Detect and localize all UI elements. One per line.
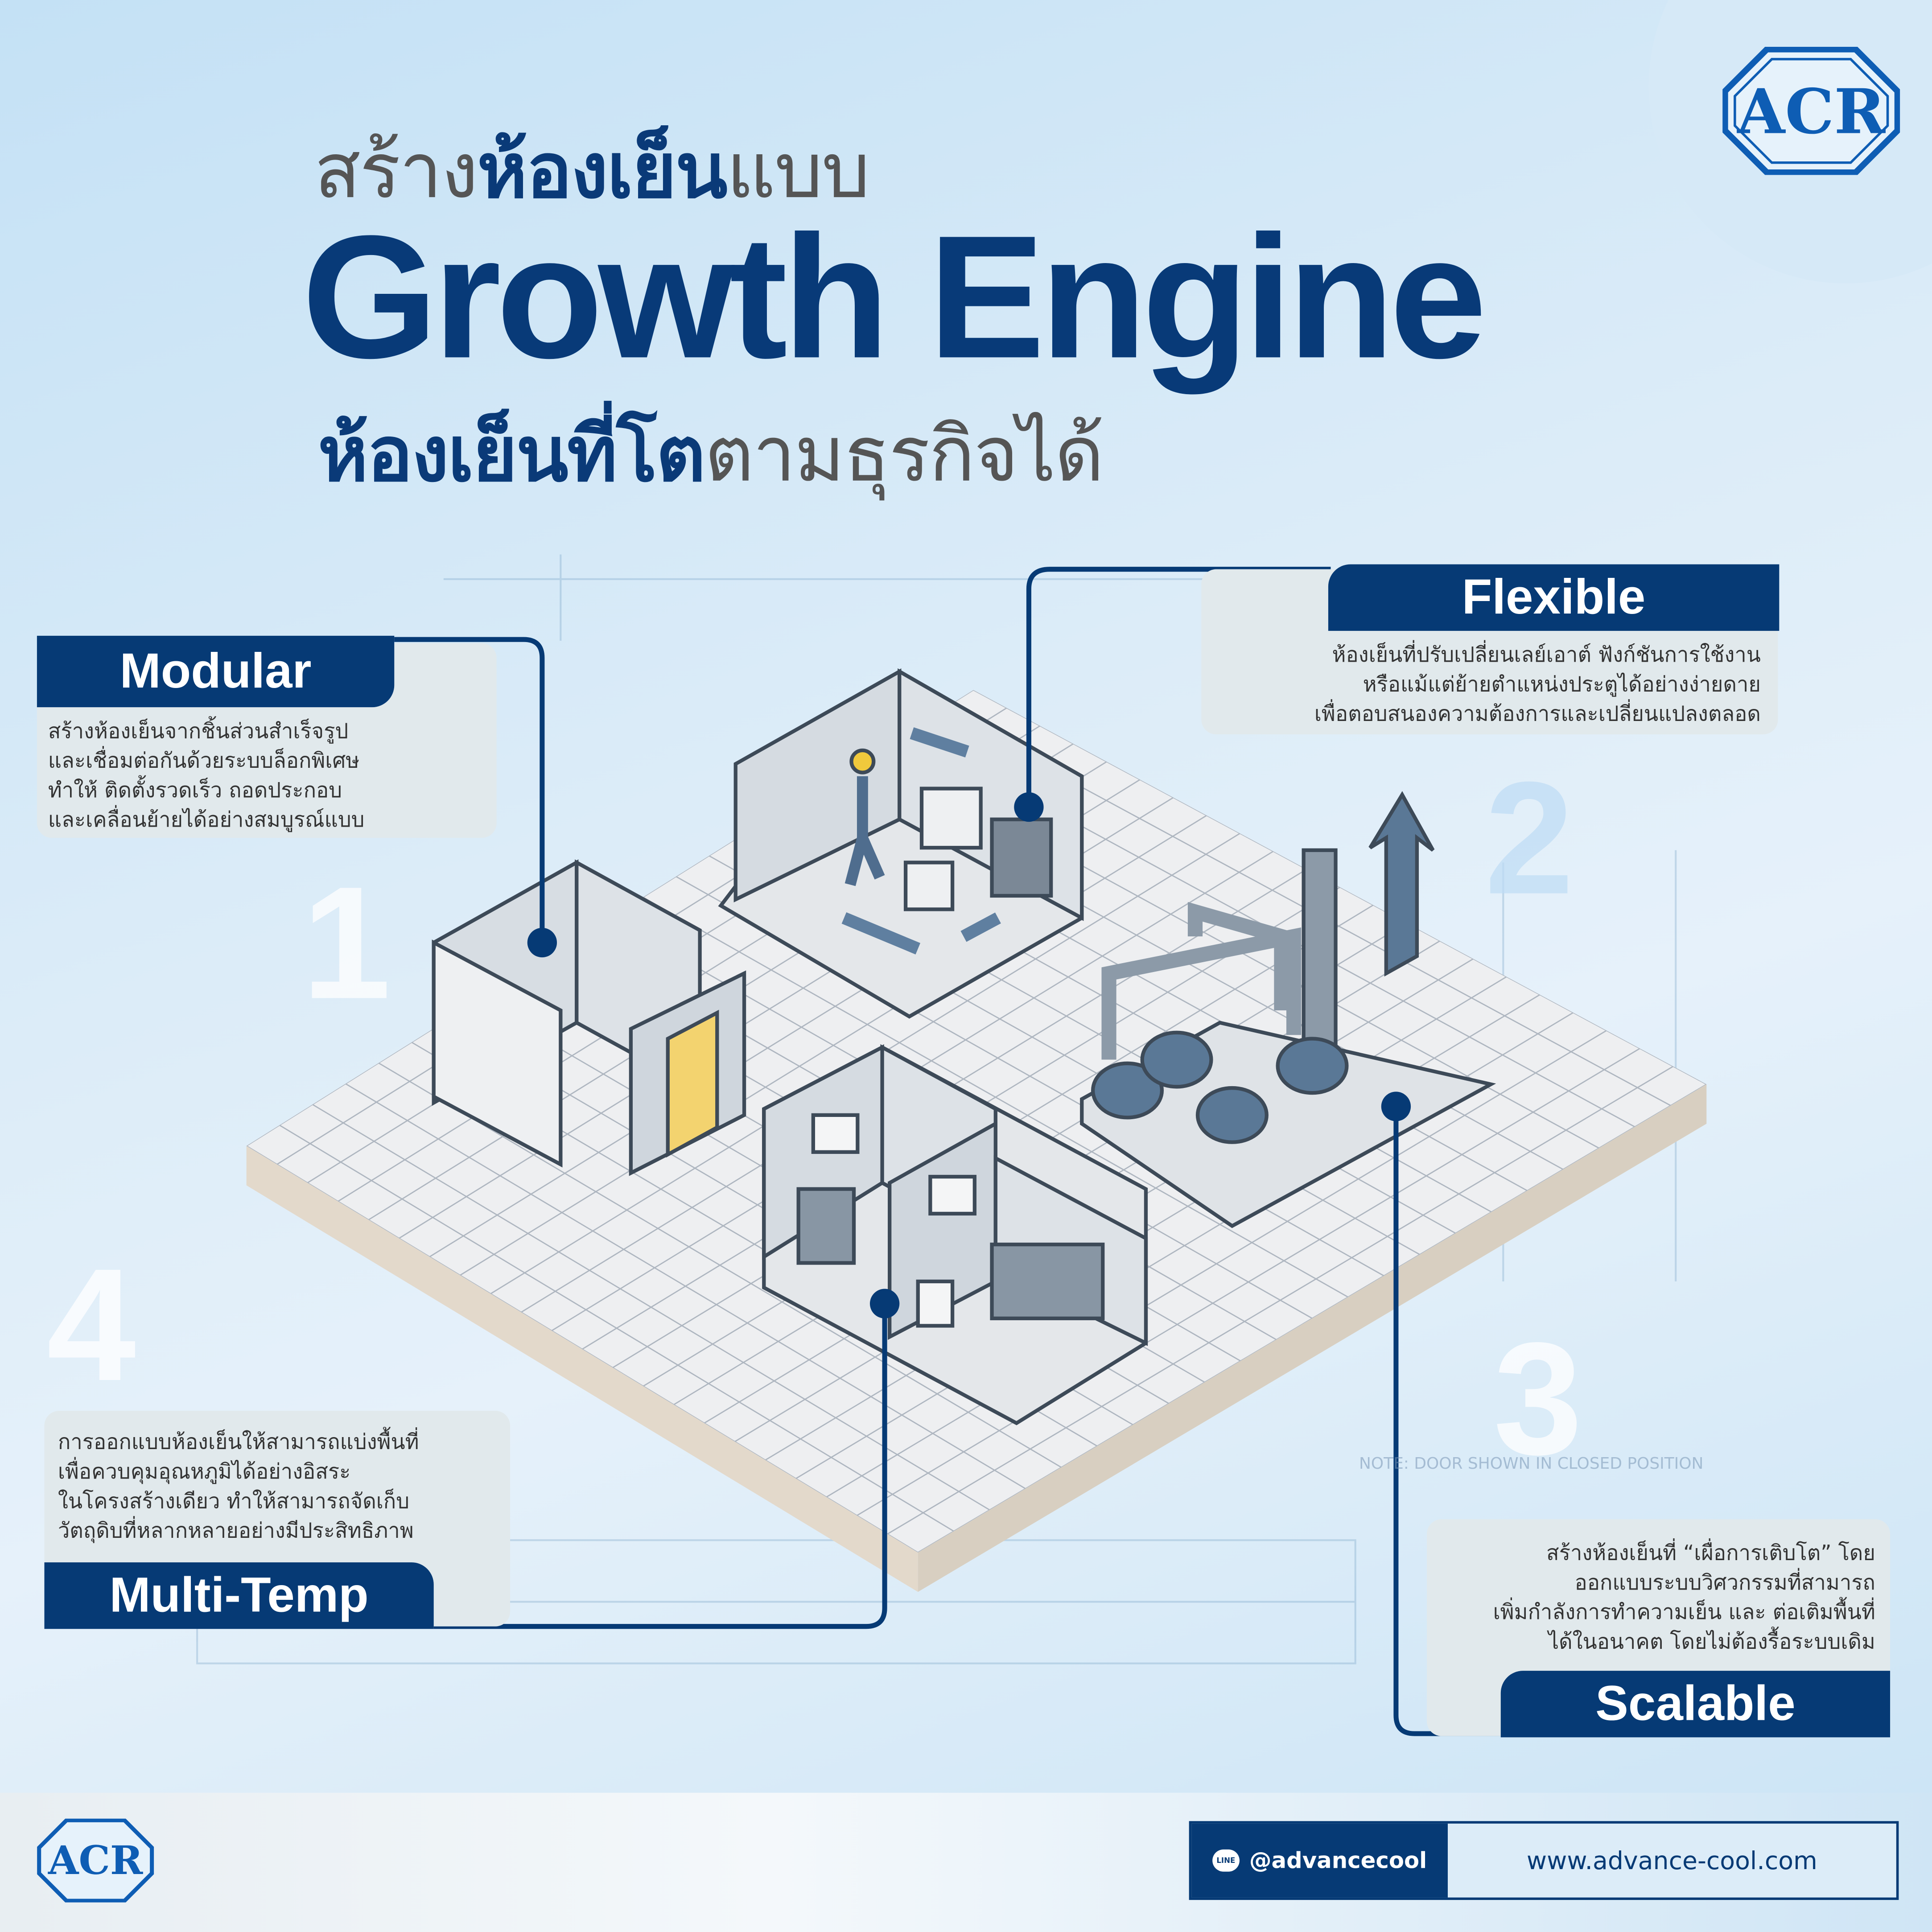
acr-logo: ACR — [1722, 47, 1900, 175]
headline-line-3: ห้องเย็นที่โตตามธุรกิจได้ — [317, 409, 1104, 499]
headline-line-1: สร้างห้องเย็นแบบ — [314, 125, 870, 216]
feature-number-3: 3 — [1493, 1308, 1583, 1489]
floor-grid-line — [643, 897, 1349, 1298]
floor-grid-line — [857, 1048, 1640, 1516]
contact-bar: LINE @advancecool www.advance-cool.com — [1189, 1821, 1899, 1900]
feature-number-1: 1 — [302, 853, 391, 1033]
multi-temp-room — [762, 1044, 1148, 1425]
blueprint-note: NOTE: DOOR SHOWN IN CLOSED POSITION — [1359, 1455, 1704, 1474]
floor-side-left — [246, 1145, 918, 1592]
flexible-title: Flexible — [1328, 564, 1780, 631]
refrigeration-plant — [1080, 791, 1496, 1228]
headline-title: Growth Engine — [302, 199, 1487, 396]
modular-title: Modular — [37, 635, 395, 708]
feature-number-2: 2 — [1484, 748, 1574, 928]
line-account-link[interactable]: LINE @advancecool — [1191, 1823, 1448, 1898]
line-chat-icon: LINE — [1212, 1849, 1240, 1872]
feature-number-4: 4 — [47, 1234, 136, 1415]
floor-grid-line — [887, 1066, 1674, 1535]
floor-grid-line — [918, 1083, 1707, 1553]
modular-room — [432, 859, 746, 1176]
connector-lines — [394, 567, 1504, 1736]
multi-temp-title: Multi-Temp — [44, 1562, 434, 1629]
floor-side-right — [918, 1084, 1707, 1592]
website-link[interactable]: www.advance-cool.com — [1526, 1845, 1817, 1875]
footer-acr-logo: ACR — [37, 1818, 154, 1903]
floor-grid-line — [826, 1030, 1607, 1498]
scalable-title: Scalable — [1500, 1671, 1891, 1738]
flexible-room — [718, 668, 1084, 1019]
